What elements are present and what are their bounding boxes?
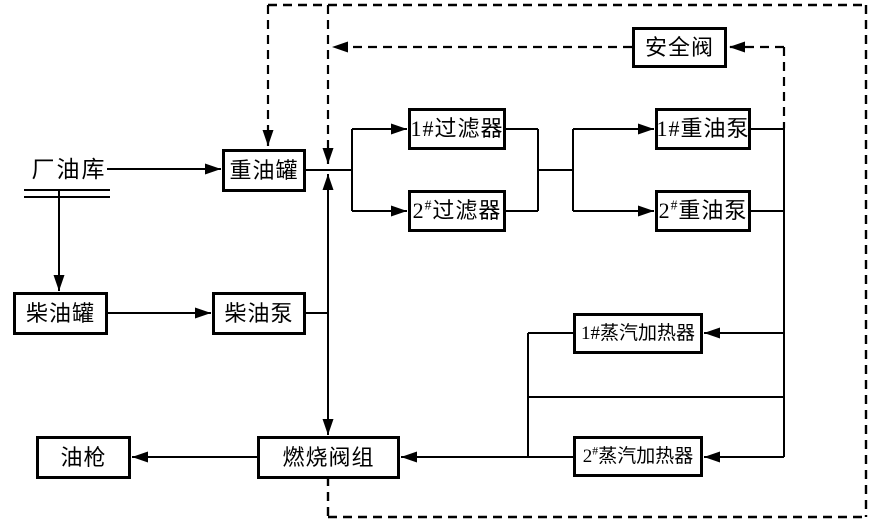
- heavy-oil-tank-text: 重油罐: [229, 157, 299, 183]
- diesel-tank-text: 柴油罐: [25, 300, 95, 326]
- factory-oil-depot-label: 厂油库: [26, 154, 112, 182]
- safety-valve-dashed-lines: [262, 5, 786, 164]
- filter-2-text: 2#过滤器: [412, 197, 502, 223]
- factory-oil-depot-text: 厂油库: [31, 157, 107, 182]
- solid-pipelines: [24, 127, 785, 457]
- filter-1-text: 1#过滤器: [410, 116, 504, 141]
- steam-heater-1-text: 1#蒸汽加热器: [580, 323, 695, 344]
- safety-valve-box: 安全阀: [632, 27, 727, 68]
- heavy-oil-tank-box: 重油罐: [222, 149, 306, 192]
- heavy-oil-pump-2-text: 2#重油泵: [658, 197, 748, 223]
- steam-heater-2-text: 2#蒸汽加热器: [582, 444, 694, 467]
- steam-heater-1-box: 1#蒸汽加热器: [573, 313, 703, 354]
- oil-gun-box: 油枪: [36, 436, 131, 479]
- safety-valve-text: 安全阀: [644, 34, 714, 60]
- heavy-oil-pump-1-box: 1#重油泵: [655, 108, 751, 150]
- system-boundary-dashed: [268, 3, 868, 519]
- oil-gun-text: 油枪: [60, 444, 107, 470]
- filter-2-box: 2#过滤器: [408, 190, 506, 232]
- burner-valve-group-box: 燃烧阀组: [257, 436, 400, 479]
- diesel-tank-box: 柴油罐: [13, 292, 108, 335]
- diesel-pump-box: 柴油泵: [212, 292, 306, 335]
- heavy-oil-pump-2-box: 2#重油泵: [655, 190, 751, 232]
- heavy-oil-pump-1-text: 1#重油泵: [656, 116, 750, 141]
- burner-valve-group-text: 燃烧阀组: [282, 444, 375, 470]
- diesel-pump-text: 柴油泵: [224, 300, 294, 326]
- flow-arrows: [53, 123, 784, 463]
- filter-1-box: 1#过滤器: [408, 108, 506, 150]
- steam-heater-2-box: 2#蒸汽加热器: [573, 436, 703, 477]
